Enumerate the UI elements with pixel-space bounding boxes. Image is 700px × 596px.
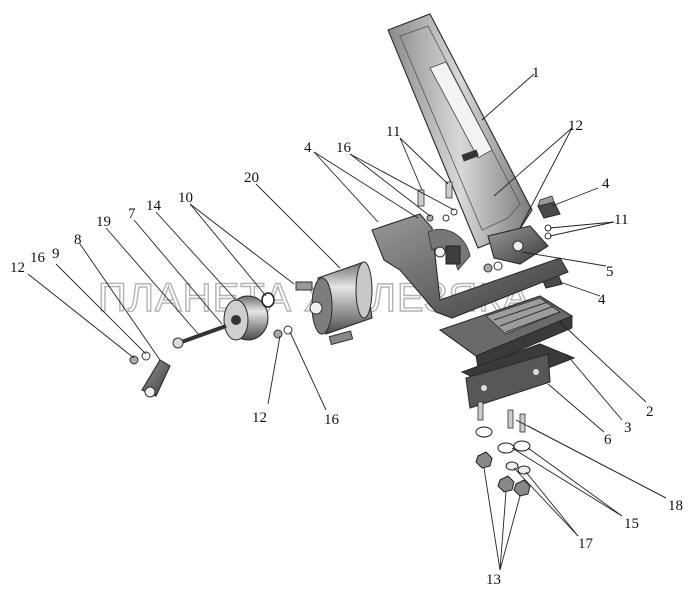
pedal-part — [387, 13, 533, 249]
callout-12-left: 12 — [10, 260, 25, 276]
callout-4-top: 4 — [304, 140, 312, 156]
spring-washer-set-17 — [505, 461, 531, 475]
air-cylinder — [295, 261, 373, 346]
callout-6: 6 — [604, 432, 612, 448]
bolt-pair-11 — [417, 181, 453, 207]
callout-12-bottom: 12 — [252, 410, 267, 426]
callout-7: 7 — [128, 206, 136, 222]
callout-3: 3 — [624, 420, 632, 436]
washer-pair-10 — [261, 292, 275, 308]
rubber-buffer — [223, 295, 269, 341]
callout-14: 14 — [146, 198, 162, 214]
leader-lines — [27, 73, 667, 571]
callout-16-top: 16 — [336, 140, 352, 156]
stop-block-upper — [537, 195, 561, 219]
callout-4-lower: 4 — [598, 292, 606, 308]
callout-4-right: 4 — [602, 176, 610, 192]
pedal-sensor-body — [438, 295, 574, 369]
callout-16-left: 16 — [30, 250, 46, 266]
callout-15: 15 — [624, 516, 639, 532]
callout-12-top: 12 — [568, 118, 583, 134]
callout-9: 9 — [52, 246, 60, 262]
callout-11-top: 11 — [386, 124, 400, 140]
callout-1: 1 — [532, 65, 540, 81]
threaded-rod — [172, 324, 227, 349]
pedal-hinge-bracket — [487, 225, 549, 265]
callout-16-bottom: 16 — [324, 412, 340, 428]
callout-2: 2 — [646, 404, 654, 420]
callout-20: 20 — [244, 170, 259, 186]
callout-18: 18 — [668, 498, 683, 514]
lever-plate — [141, 359, 171, 398]
callout-5: 5 — [606, 264, 614, 280]
pedal-bracket — [371, 213, 569, 319]
washer-set-15 — [475, 426, 531, 454]
callout-labels: 1 12 11 16 4 4 11 5 4 2 3 6 18 15 17 13 … — [10, 65, 683, 588]
callout-10: 10 — [178, 190, 193, 206]
callout-11-right: 11 — [614, 212, 628, 228]
callout-13: 13 — [486, 572, 501, 588]
callout-17: 17 — [578, 536, 594, 552]
mounting-plate — [465, 353, 551, 409]
callout-19: 19 — [96, 214, 111, 230]
callout-8: 8 — [74, 232, 82, 248]
nut-set-13 — [475, 451, 531, 497]
small-fasteners — [129, 208, 552, 365]
